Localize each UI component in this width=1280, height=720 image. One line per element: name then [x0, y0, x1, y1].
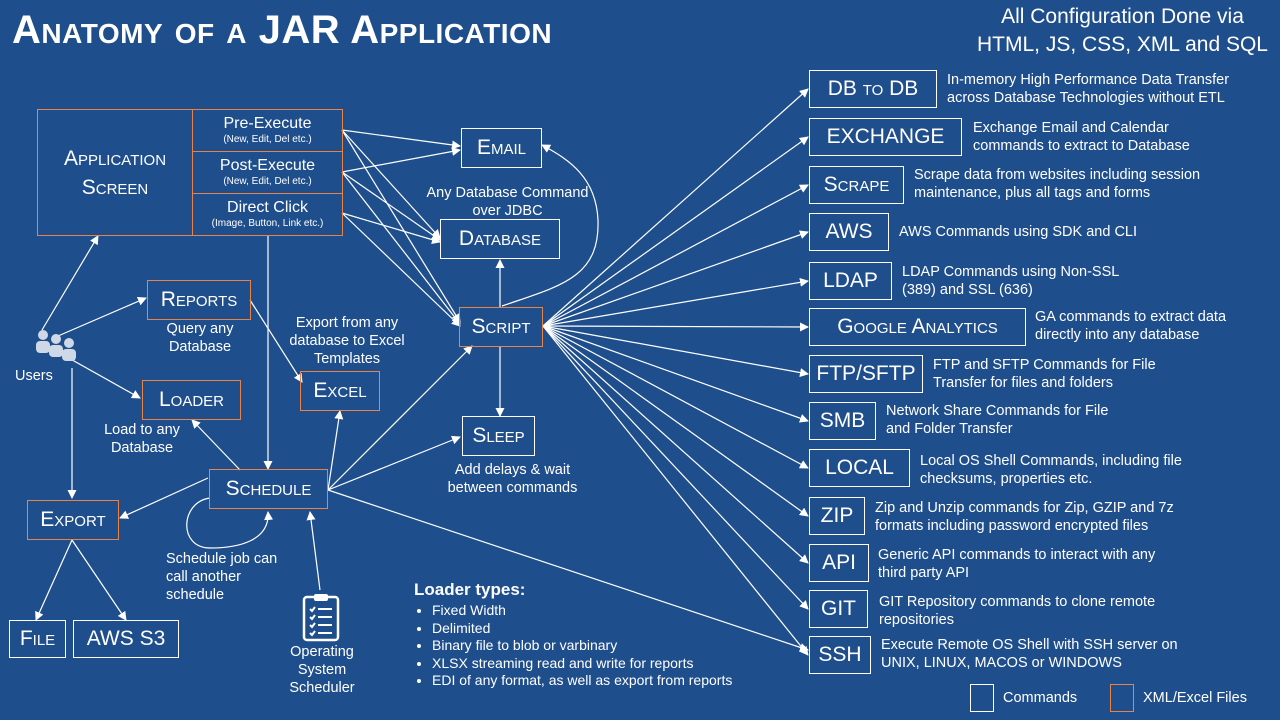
export-node[interactable]: Export — [27, 500, 119, 540]
application-screen-label: Application Screen — [63, 146, 167, 199]
loader-type-item: Delimited — [432, 620, 744, 638]
command-google-analytics[interactable]: Google Analytics — [809, 308, 1026, 346]
sleep-description: Add delays & wait between commands — [447, 462, 578, 496]
command-scrape[interactable]: Scrape — [809, 166, 904, 204]
users-icon — [34, 327, 80, 365]
command-db-to-db-desc: In-memory High Performance Data Transfer… — [947, 72, 1230, 106]
email-node[interactable]: Email — [461, 128, 542, 168]
command-ldap[interactable]: LDAP — [809, 262, 892, 300]
loader-types-panel: Loader types: Fixed Width Delimited Bina… — [414, 580, 744, 690]
subtitle-line-2: HTML, JS, CSS, XML and SQL — [977, 33, 1268, 56]
post-execute-label: Post-Execute — [219, 157, 316, 174]
command-ssh[interactable]: SSH — [809, 636, 871, 674]
command-exchange[interactable]: EXCHANGE — [809, 118, 962, 156]
reports-node[interactable]: Reports — [147, 280, 251, 320]
loader-type-item: XLSX streaming read and write for report… — [432, 655, 744, 673]
script-node[interactable]: Script — [459, 307, 543, 347]
legend-commands-swatch — [970, 684, 994, 712]
command-local[interactable]: LOCAL — [809, 449, 910, 487]
command-smb[interactable]: SMB — [809, 402, 876, 440]
legend-commands-label: Commands — [1003, 690, 1078, 706]
loader-type-item: Fixed Width — [432, 602, 744, 620]
page-title: Anatomy of a JAR Application — [12, 8, 553, 52]
loader-type-item: Binary file to blob or varbinary — [432, 637, 744, 655]
subtitle: All Configuration Done via HTML, JS, CSS… — [977, 3, 1268, 59]
command-scrape-desc: Scrape data from websites including sess… — [914, 167, 1201, 201]
command-local-desc: Local OS Shell Commands, including file … — [920, 453, 1182, 487]
command-exchange-desc: Exchange Email and Calendar commands to … — [973, 120, 1190, 154]
pre-execute-sublabel: (New, Edit, Del etc.) — [223, 134, 312, 145]
command-api-desc: Generic API commands to interact with an… — [878, 547, 1156, 581]
application-screen-box[interactable]: Application Screen — [37, 109, 193, 236]
excel-node[interactable]: Excel — [300, 371, 380, 411]
command-aws-desc: AWS Commands using SDK and CLI — [899, 224, 1138, 240]
direct-click-sublabel: (Image, Button, Link etc.) — [211, 218, 324, 229]
loader-types-list: Fixed Width Delimited Binary file to blo… — [414, 602, 744, 690]
command-db-to-db[interactable]: DB to DB — [809, 70, 937, 108]
direct-click-box[interactable]: Direct Click (Image, Button, Link etc.) — [192, 193, 343, 236]
subtitle-line-1: All Configuration Done via — [1001, 5, 1244, 28]
legend-xml-label: XML/Excel Files — [1143, 690, 1247, 706]
file-node[interactable]: File — [9, 620, 66, 658]
legend-xml-swatch — [1110, 684, 1134, 712]
post-execute-box[interactable]: Post-Execute (New, Edit, Del etc.) — [192, 151, 343, 194]
direct-click-label: Direct Click — [227, 199, 308, 216]
command-zip[interactable]: ZIP — [809, 497, 865, 535]
loader-node[interactable]: Loader — [142, 380, 241, 420]
reports-description: Query any Database — [166, 321, 234, 355]
pre-execute-box[interactable]: Pre-Execute (New, Edit, Del etc.) — [192, 109, 343, 152]
schedule-node[interactable]: Schedule — [209, 469, 328, 509]
command-git-desc: GIT Repository commands to clone remote … — [879, 594, 1156, 628]
excel-description: Export from any database to Excel Templa… — [289, 315, 405, 367]
command-ssh-desc: Execute Remote OS Shell with SSH server … — [881, 637, 1178, 671]
command-google-analytics-desc: GA commands to extract data directly int… — [1035, 309, 1227, 343]
database-node[interactable]: Database — [440, 219, 560, 259]
database-description: Any Database Command over JDBC — [426, 185, 589, 219]
pre-execute-label: Pre-Execute — [223, 115, 312, 132]
command-aws[interactable]: AWS — [809, 213, 889, 251]
loader-type-item: EDI of any format, as well as export fro… — [432, 672, 744, 690]
post-execute-sublabel: (New, Edit, Del etc.) — [223, 176, 312, 187]
command-git[interactable]: GIT — [809, 590, 868, 628]
command-api[interactable]: API — [809, 544, 869, 582]
sleep-node[interactable]: Sleep — [462, 416, 535, 456]
aws-s3-node[interactable]: AWS S3 — [73, 620, 179, 658]
schedule-description: Schedule job can call another schedule — [166, 551, 278, 603]
os-scheduler-label: Operating System Scheduler — [289, 644, 355, 696]
command-zip-desc: Zip and Unzip commands for Zip, GZIP and… — [875, 500, 1174, 534]
command-ldap-desc: LDAP Commands using Non-SSL (389) and SS… — [902, 264, 1119, 298]
loader-description: Load to any Database — [104, 422, 180, 456]
users-label: Users — [15, 368, 53, 384]
command-ftp-sftp-desc: FTP and SFTP Commands for File Transfer … — [933, 357, 1156, 391]
command-smb-desc: Network Share Commands for File and Fold… — [886, 403, 1109, 437]
loader-types-heading: Loader types: — [414, 580, 526, 599]
command-ftp-sftp[interactable]: FTP/SFTP — [809, 355, 923, 393]
clipboard-checklist-icon — [301, 592, 341, 642]
